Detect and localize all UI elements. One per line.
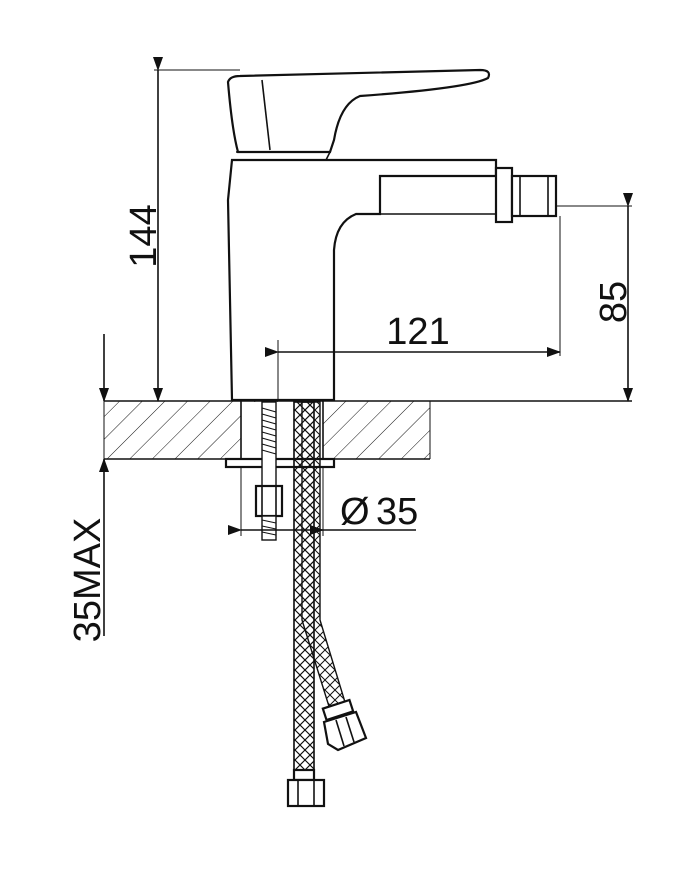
spray-head [494, 166, 558, 224]
dimension-label-85: 85 [593, 281, 635, 323]
dimension-spout-reach: 121 [265, 216, 561, 400]
handle-lever [226, 68, 491, 161]
dimension-label-144: 144 [123, 204, 165, 267]
base-plate [224, 457, 336, 469]
dimension-total-height: 144 [123, 57, 240, 402]
flexible-hoses [293, 401, 349, 775]
countertop [104, 400, 632, 460]
dimension-label-121: 121 [386, 311, 449, 353]
dimension-label-35: 35 [376, 491, 418, 533]
hose-fitting-long [286, 768, 326, 808]
faucet-body [226, 158, 498, 402]
mounting-stud [254, 401, 284, 541]
dimension-counter-thickness: 35MAX [67, 334, 109, 642]
dimension-label-diameter-symbol: Ø [340, 491, 370, 533]
dimension-label-35max: 35MAX [67, 518, 109, 643]
dimension-spout-height: 85 [556, 193, 635, 402]
hose-fitting-short [321, 698, 368, 752]
dimension-mount-hole: Ø 35 [228, 466, 418, 536]
